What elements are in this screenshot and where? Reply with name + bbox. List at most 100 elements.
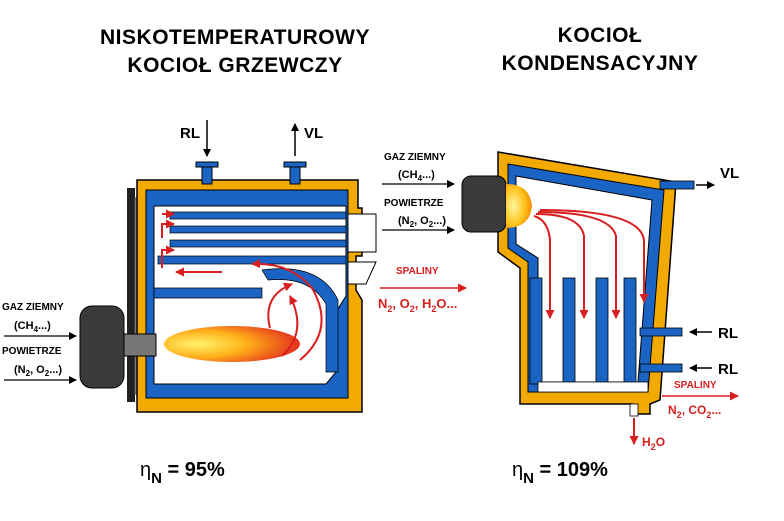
formula-sub: 2 bbox=[26, 369, 31, 378]
left-rl-label: RL bbox=[180, 125, 200, 142]
water-tube bbox=[157, 255, 347, 265]
water-tube bbox=[529, 277, 543, 385]
formula-sub: 2 bbox=[410, 220, 415, 229]
formula-sub: 2 bbox=[651, 442, 656, 452]
formula-part: ...) bbox=[433, 215, 446, 227]
flow-arrow bbox=[251, 259, 323, 361]
left-air-label: POWIETRZE bbox=[2, 346, 62, 357]
left-flue-outlet bbox=[347, 213, 377, 253]
left-title: NISKOTEMPERATUROWY KOCIOŁ GRZEWCZY bbox=[40, 24, 430, 80]
formula-part: , O bbox=[414, 215, 429, 227]
formula-sub: 2 bbox=[429, 220, 434, 229]
formula-part: (N bbox=[14, 364, 26, 376]
water-tube bbox=[623, 277, 637, 385]
vl-pipe bbox=[659, 180, 695, 190]
water-tube bbox=[562, 277, 576, 385]
eta-symbol: η bbox=[512, 459, 523, 481]
left-flue-label: SPALINY bbox=[396, 266, 439, 277]
formula-sub: 2 bbox=[431, 304, 436, 314]
left-flame bbox=[164, 326, 300, 362]
formula-sub: 2 bbox=[677, 410, 682, 420]
water-tube bbox=[169, 239, 347, 248]
right-burner-body bbox=[461, 175, 507, 233]
formula-sub: 2 bbox=[387, 304, 392, 314]
eta-sub: N bbox=[151, 470, 162, 487]
right-title-line2: KONDENSACYJNY bbox=[501, 52, 699, 75]
condensate-drain bbox=[629, 403, 639, 417]
left-gas-label: GAZ ZIEMNY bbox=[2, 302, 64, 313]
formula-sub: 2 bbox=[410, 304, 415, 314]
water-tube bbox=[595, 277, 609, 385]
water-baffle bbox=[153, 287, 263, 299]
formula-part: , O bbox=[30, 364, 45, 376]
left-gas-formula: (CH4...) bbox=[14, 320, 51, 334]
flow-arrow bbox=[533, 215, 555, 319]
condensate-label: H2O bbox=[642, 435, 665, 452]
right-flue-label: SPALINY bbox=[674, 380, 717, 391]
formula-part: (CH bbox=[14, 320, 34, 332]
right-rl-bottom-label: RL bbox=[718, 361, 738, 378]
front-plate bbox=[127, 188, 135, 402]
efficiency-value: = 95% bbox=[162, 459, 225, 481]
formula-part: O bbox=[656, 435, 665, 449]
left-vl-label: VL bbox=[304, 125, 323, 142]
vl-nozzle-cap bbox=[283, 161, 307, 168]
formula-sub: 2 bbox=[45, 369, 50, 378]
left-efficiency: ηN = 95% bbox=[140, 459, 225, 487]
water-tube bbox=[169, 225, 347, 234]
eta-sub: N bbox=[523, 470, 534, 487]
bottom-channel bbox=[537, 381, 649, 393]
formula-part: N bbox=[378, 296, 387, 311]
formula-part: (CH bbox=[398, 169, 418, 181]
flow-arrow bbox=[161, 245, 175, 268]
formula-part: (N bbox=[398, 215, 410, 227]
formula-sub: 2 bbox=[706, 410, 711, 420]
flow-arrow bbox=[539, 209, 649, 303]
formula-part: H bbox=[642, 435, 651, 449]
water-tube bbox=[169, 211, 347, 220]
burner-neck bbox=[123, 333, 157, 357]
rl-nozzle-cap bbox=[195, 161, 219, 168]
right-gas-label: GAZ ZIEMNY bbox=[384, 152, 446, 163]
right-flue-formula: N2, CO2... bbox=[668, 403, 721, 420]
flow-arrow bbox=[281, 295, 299, 357]
left-flue-formula: N2, O2, H2O... bbox=[378, 296, 457, 314]
formula-part: O... bbox=[436, 296, 457, 311]
formula-part: ...) bbox=[49, 364, 62, 376]
formula-part: , CO bbox=[682, 403, 707, 417]
right-title: KOCIOŁ KONDENSACYJNY bbox=[450, 22, 750, 78]
right-boiler: ηN = 109% bbox=[382, 151, 739, 487]
right-efficiency: ηN = 109% bbox=[512, 459, 608, 487]
right-rl-top-label: RL bbox=[718, 325, 738, 342]
formula-part: , O bbox=[392, 296, 409, 311]
efficiency-value: = 109% bbox=[534, 459, 608, 481]
flow-arrow bbox=[537, 211, 621, 319]
left-air-formula: (N2, O2...) bbox=[14, 364, 62, 378]
left-title-line2: KOCIOŁ GRZEWCZY bbox=[127, 54, 343, 77]
left-boiler: ηN = 95% bbox=[4, 120, 467, 487]
left-title-line1: NISKOTEMPERATUROWY bbox=[100, 26, 370, 49]
water-baffle-curve bbox=[261, 268, 339, 373]
burner-body bbox=[79, 305, 125, 389]
formula-part: ... bbox=[711, 403, 721, 417]
formula-part: N bbox=[668, 403, 677, 417]
formula-part: ...) bbox=[38, 320, 51, 332]
rl-pipe-top bbox=[639, 327, 683, 337]
right-gas-formula: (CH4...) bbox=[398, 169, 435, 183]
flow-arrow bbox=[267, 282, 293, 329]
right-title-line1: KOCIOŁ bbox=[557, 24, 643, 47]
formula-part: , H bbox=[415, 296, 432, 311]
right-vl-label: VL bbox=[720, 165, 739, 182]
rl-pipe-bottom bbox=[639, 363, 683, 373]
right-air-formula: (N2, O2...) bbox=[398, 215, 446, 229]
formula-sub: 4 bbox=[34, 325, 39, 334]
formula-part: ...) bbox=[422, 169, 435, 181]
flow-arrow bbox=[535, 213, 589, 319]
flow-arrow bbox=[161, 219, 175, 238]
left-flue-duct bbox=[347, 261, 377, 285]
eta-symbol: η bbox=[140, 459, 151, 481]
right-flame bbox=[506, 184, 532, 228]
right-air-label: POWIETRZE bbox=[384, 198, 444, 209]
formula-sub: 4 bbox=[418, 174, 423, 183]
